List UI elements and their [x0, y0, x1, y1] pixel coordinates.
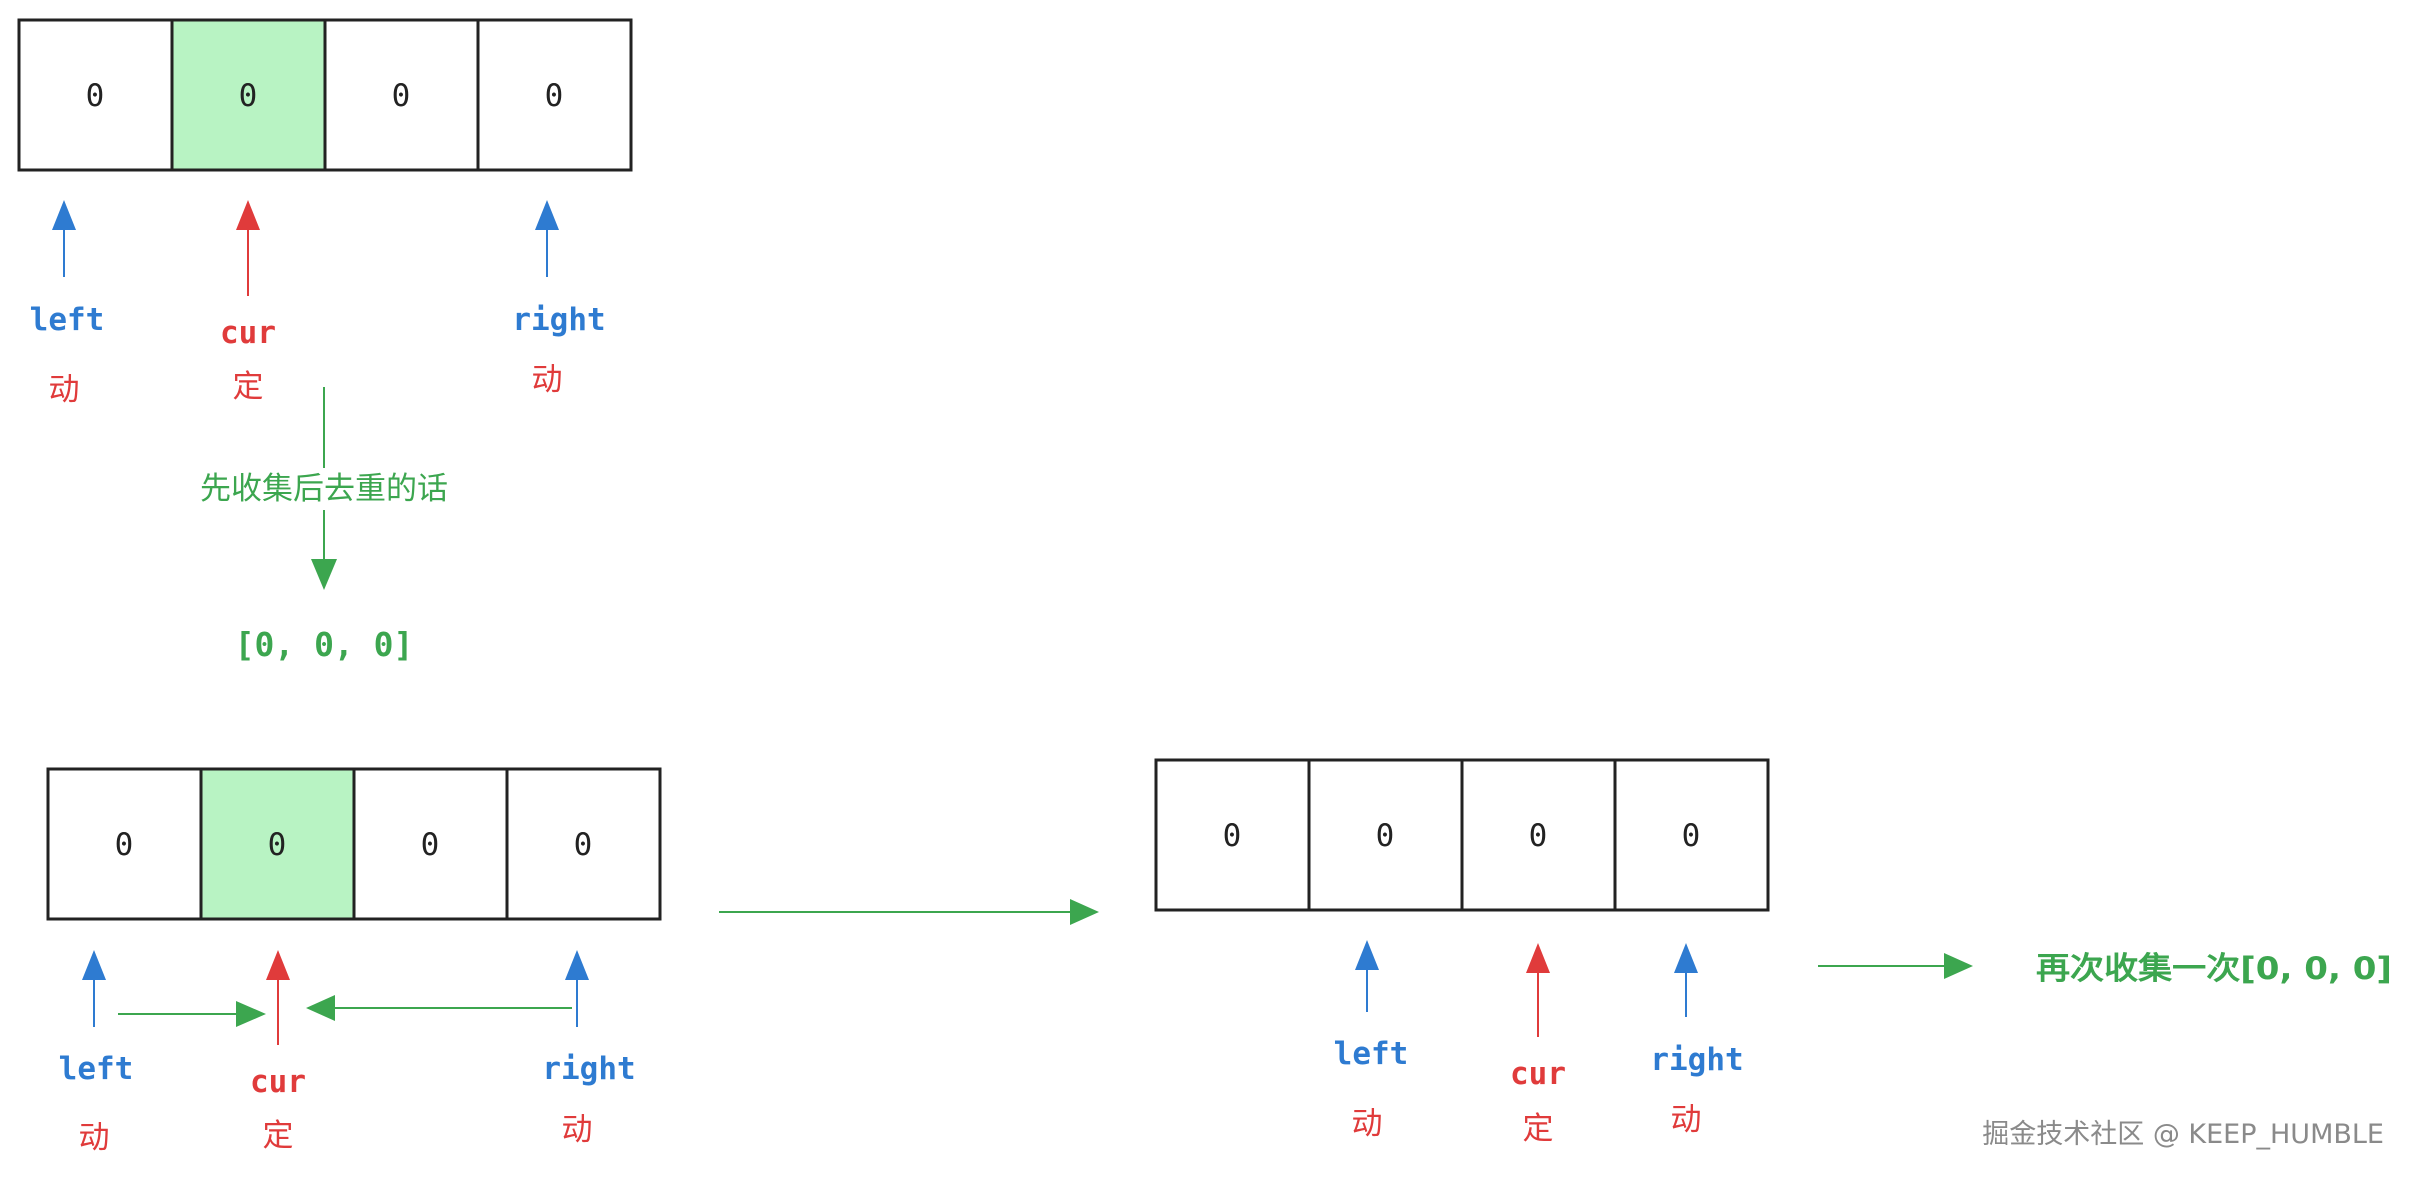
br-cell-2: [1460, 758, 1617, 912]
collect-again-note: 再次收集一次[0, 0, 0]: [2036, 951, 2392, 987]
br-cur-pointer: cur 定: [1510, 943, 1566, 1147]
right-note: 动: [562, 1112, 593, 1148]
watermark: 掘金技术社区 @ KEEP_HUMBLE: [1982, 1119, 2384, 1150]
br-right-pointer: right 动: [1650, 943, 1744, 1138]
cur-label: cur: [220, 315, 276, 351]
up-arrow-icon: [52, 200, 76, 230]
top-cell-0: [17, 18, 174, 172]
up-arrow-icon: [236, 200, 260, 230]
br-left-pointer: left 动: [1334, 940, 1409, 1142]
bl-cell-2-value: 0: [421, 827, 440, 863]
right-label: right: [1650, 1042, 1743, 1078]
top-cell-3: [476, 18, 633, 172]
dedupe-flow: 先收集后去重的话 [0, 0, 0]: [200, 387, 448, 664]
bl-left-pointer: left 动: [59, 950, 134, 1156]
top-right-pointer: right 动: [512, 200, 606, 398]
bl-right-pointer: right 动: [542, 950, 636, 1148]
up-arrow-icon: [1526, 943, 1550, 973]
top-cell-1-value: 0: [239, 78, 258, 114]
top-cell-3-value: 0: [545, 78, 564, 114]
left-note: 动: [49, 372, 80, 408]
cur-label: cur: [1510, 1056, 1566, 1092]
transition-arrow: [719, 899, 1099, 925]
right-arrow-icon: [1070, 899, 1099, 925]
br-cell-1-value: 0: [1376, 818, 1395, 854]
up-arrow-icon: [1674, 943, 1698, 973]
top-array: 0 0 0 0: [17, 18, 633, 172]
top-cell-0-value: 0: [86, 78, 105, 114]
br-cell-2-value: 0: [1529, 818, 1548, 854]
bl-cell-1-value: 0: [268, 827, 287, 863]
br-cell-0: [1154, 758, 1311, 912]
left-note: 动: [79, 1120, 110, 1156]
up-arrow-icon: [82, 950, 106, 980]
bl-cell-0-value: 0: [115, 827, 134, 863]
dedupe-result: [0, 0, 0]: [235, 625, 414, 664]
bottom-right-array: 0 0 0 0: [1154, 758, 1770, 912]
br-cell-0-value: 0: [1223, 818, 1242, 854]
right-arrow-icon: [1944, 953, 1973, 979]
down-arrow-icon: [311, 559, 337, 590]
br-cell-1: [1307, 758, 1464, 912]
right-arrow-icon: [236, 1001, 266, 1027]
cur-note: 定: [1523, 1111, 1554, 1147]
right-moves-left-arrow: [306, 995, 572, 1021]
bottom-left-array: 0 0 0 0: [46, 767, 662, 921]
right-note: 动: [1671, 1102, 1702, 1138]
br-cell-3-value: 0: [1682, 818, 1701, 854]
cur-note: 定: [263, 1118, 294, 1154]
right-note: 动: [532, 362, 563, 398]
left-label: left: [59, 1051, 134, 1087]
bl-cell-3-value: 0: [574, 827, 593, 863]
right-label: right: [512, 302, 605, 338]
right-label: right: [542, 1051, 635, 1087]
dedupe-note: 先收集后去重的话: [200, 471, 448, 507]
top-left-pointer: left 动: [30, 200, 105, 408]
left-note: 动: [1352, 1106, 1383, 1142]
top-cell-1-highlight: [170, 18, 327, 172]
bl-cur-pointer: cur 定: [250, 950, 306, 1154]
left-moves-right-arrow: [118, 1001, 266, 1027]
cur-label: cur: [250, 1064, 306, 1100]
bl-cell-0: [46, 767, 203, 921]
top-cell-2: [323, 18, 480, 172]
cur-note: 定: [233, 369, 264, 405]
bl-cell-2: [352, 767, 509, 921]
up-arrow-icon: [535, 200, 559, 230]
br-cell-3: [1613, 758, 1770, 912]
left-arrow-icon: [306, 995, 335, 1021]
top-cell-2-value: 0: [392, 78, 411, 114]
up-arrow-icon: [565, 950, 589, 980]
top-cur-pointer: cur 定: [220, 200, 276, 405]
left-label: left: [30, 302, 105, 338]
up-arrow-icon: [266, 950, 290, 980]
left-label: left: [1334, 1036, 1409, 1072]
up-arrow-icon: [1355, 940, 1379, 970]
collect-again-arrow: [1818, 953, 1973, 979]
bl-cell-3: [505, 767, 662, 921]
